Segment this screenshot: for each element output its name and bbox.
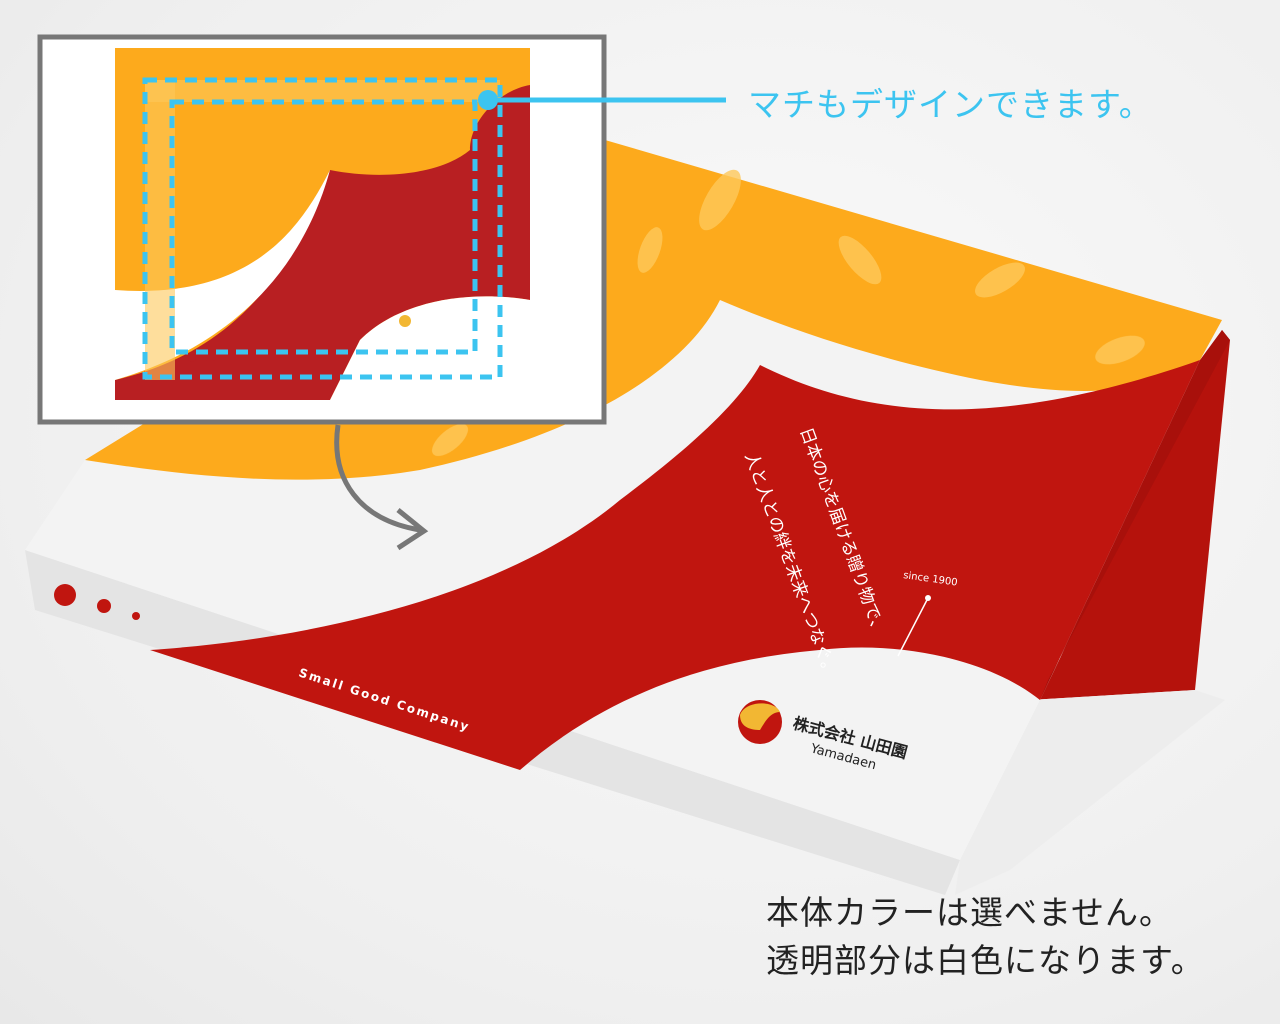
note-line-1: 本体カラーは選べません。 — [766, 893, 1174, 932]
company-logo — [738, 700, 782, 744]
leaf-decorations — [431, 169, 1145, 457]
flat-design-inset — [37, 34, 607, 425]
red-band — [150, 360, 1200, 770]
note-line-2: 透明部分は白色になります。 — [766, 941, 1205, 980]
dot-small — [132, 612, 140, 620]
callout-dot — [478, 90, 498, 110]
box-corner-side — [955, 690, 1225, 895]
dot-large — [54, 584, 76, 606]
dot-medium — [97, 599, 111, 613]
arrow-icon — [334, 424, 421, 533]
gusset-callout: マチもデザインできます。 — [748, 85, 1153, 124]
